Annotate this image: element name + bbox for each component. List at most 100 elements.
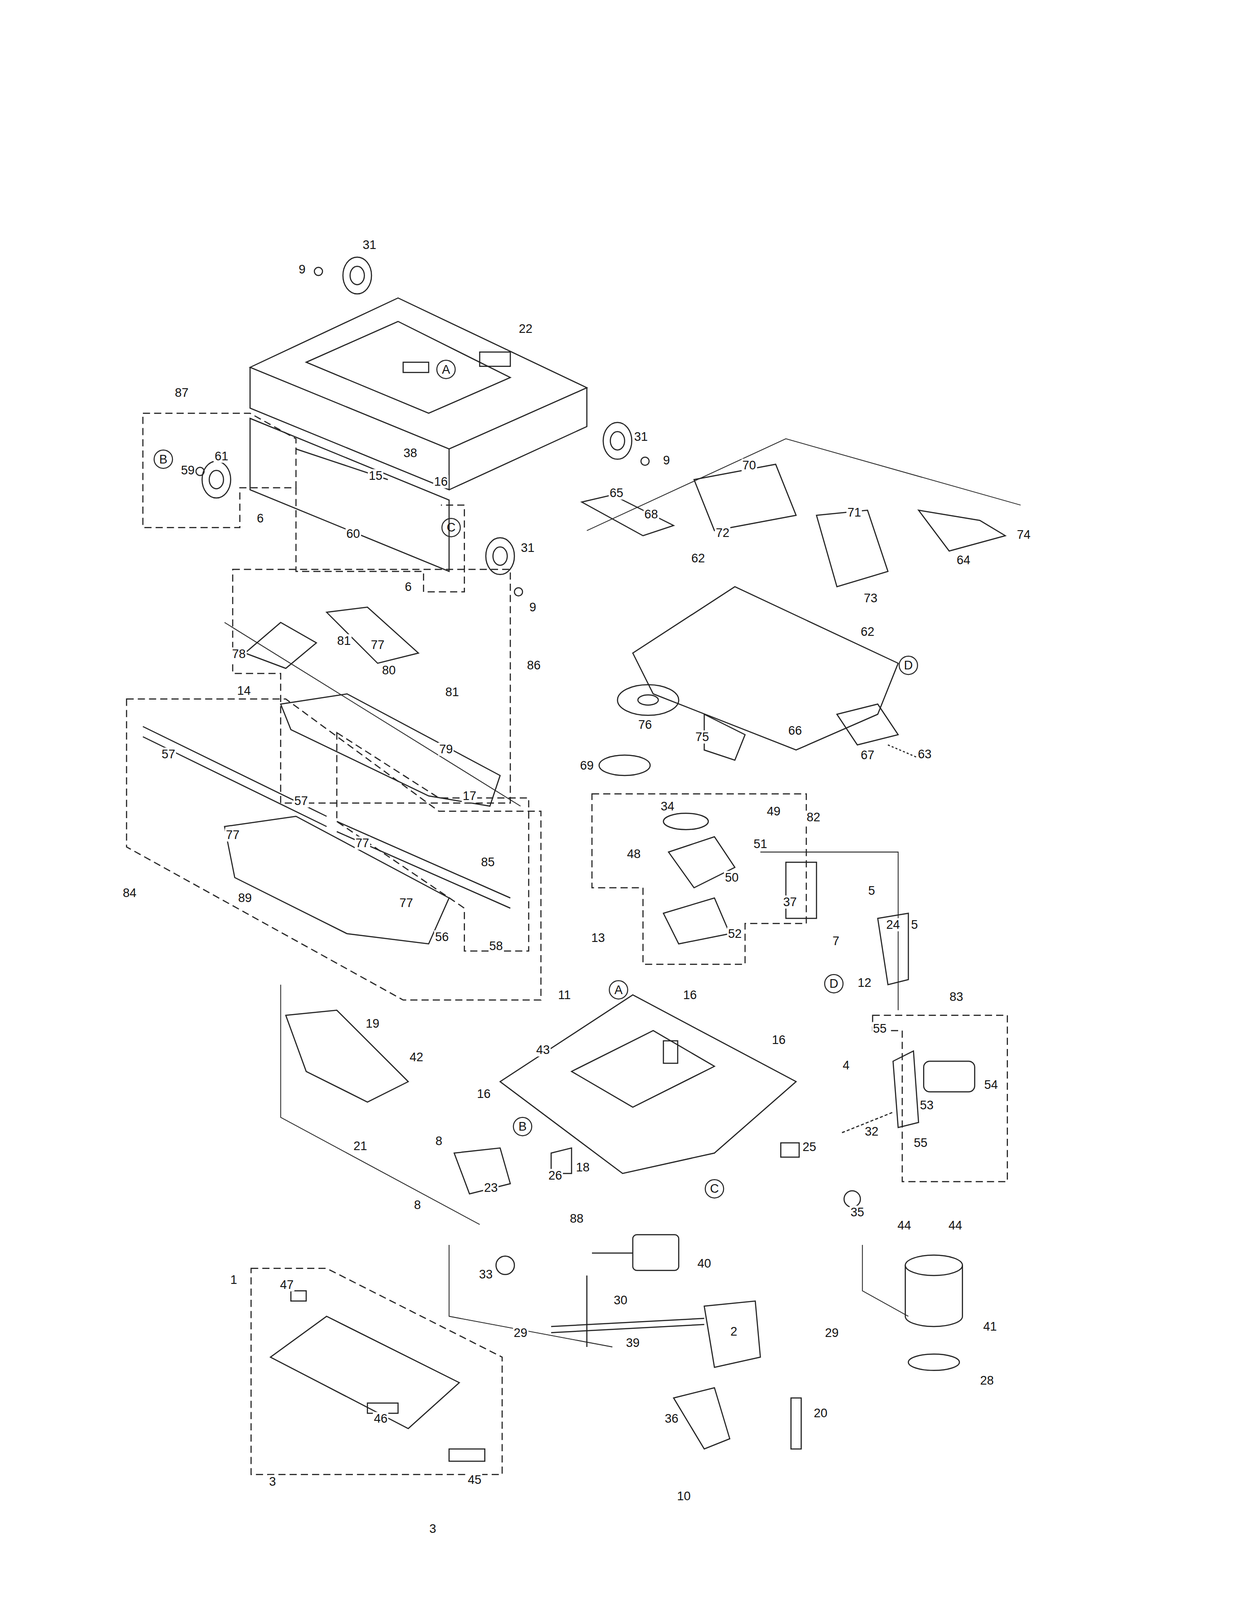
callout-number: 8 [434,1134,444,1148]
callout-number: 77 [224,828,241,842]
gear [599,755,651,776]
callout-number: 5 [909,918,919,932]
callout-number: 60 [345,527,361,541]
disc [908,1354,960,1371]
callout-number: 81 [336,634,352,648]
callout-number: 25 [801,1140,817,1154]
callout-number: 83 [948,990,964,1004]
callout-number: 21 [352,1139,368,1153]
callout-number: 89 [237,891,253,905]
callout-number: 35 [849,1206,866,1220]
callout-number: 48 [625,847,642,861]
callout-number: 16 [771,1033,787,1047]
callout-number: 31 [633,430,649,444]
callout-number: 73 [862,591,879,605]
callout-number: 52 [727,927,743,941]
motor [905,1265,963,1327]
callout-number: 65 [608,486,625,500]
pickup-holder [673,1388,730,1450]
callout-number: 79 [438,742,454,756]
callout-number: 16 [433,475,449,489]
callout-number: 4 [841,1059,851,1073]
connector [449,1449,485,1462]
callout-number: 59 [180,464,196,478]
motor [905,1255,963,1277]
chassis [249,298,587,572]
reference-letter: C [708,1182,720,1196]
callout-number: 42 [408,1051,425,1065]
callout-number: 70 [741,459,757,473]
reference-letter: A [440,362,451,377]
callout-number: 46 [372,1412,389,1426]
callout-number: 55 [912,1136,929,1150]
callout-number: 22 [518,322,534,336]
callout-number: 64 [955,553,972,568]
callout-number: 51 [752,837,768,851]
circuit-board [270,1316,460,1430]
callout-number: 44 [947,1219,964,1233]
guide-rod [142,726,511,909]
callout-number: 50 [723,871,740,885]
callout-number: 57 [293,794,309,808]
reference-letter: D [828,977,840,991]
gear [663,813,709,830]
callout-number: 54 [983,1078,999,1092]
flex-cable [791,1398,802,1450]
pickup-carriage [224,816,450,944]
callout-number: 81 [444,685,460,699]
shaft [586,1276,588,1348]
callout-number: 10 [675,1489,692,1503]
main-chassis [285,862,909,1194]
callout-number: 66 [787,724,803,738]
optical-pickup [704,1301,761,1368]
callout-number: 69 [579,758,595,773]
callout-number: 86 [526,659,542,673]
damper [195,257,650,597]
callout-number: 16 [682,988,698,1002]
callout-number: 74 [1016,528,1032,542]
callout-number: 9 [297,263,307,277]
callout-number: 32 [863,1125,880,1139]
lead-screw [551,1325,705,1334]
gear [844,1191,861,1208]
callout-number: 19 [364,1016,381,1031]
callout-number: 56 [434,930,450,944]
callout-number: 75 [694,730,710,744]
callout-number: 80 [381,664,397,678]
callout-number: 30 [612,1293,629,1307]
callout-number: 14 [236,684,252,698]
callout-number: 28 [979,1374,995,1388]
callout-number: 18 [575,1161,591,1175]
callout-number: 36 [663,1412,680,1426]
callout-number: 62 [690,551,706,565]
callout-number: 20 [812,1407,829,1421]
callout-number: 3 [428,1522,437,1536]
callout-number: 41 [982,1320,998,1334]
callout-number: 23 [483,1181,499,1195]
callout-number: 53 [919,1098,935,1112]
callout-number: 77 [398,896,414,910]
callout-number: 45 [466,1473,483,1487]
callout-number: 8 [413,1198,422,1213]
callout-number: 9 [528,600,538,614]
shaft [591,1252,633,1254]
callout-number: 47 [278,1278,295,1292]
callout-number: 5 [867,884,876,898]
motor [632,1235,679,1272]
callout-number: 38 [402,446,418,460]
callout-number: 77 [354,836,371,850]
callout-number: 62 [859,625,876,639]
callout-number: 76 [637,718,653,732]
callout-number: 6 [255,512,265,526]
callout-number: 29 [824,1326,840,1340]
loading-plate [581,464,1006,761]
callout-number: 37 [782,895,798,910]
callout-number: 87 [173,386,190,400]
callout-number: 13 [590,931,606,945]
callout-number: 85 [479,855,496,870]
callout-number: 88 [568,1212,585,1226]
gear [617,684,679,716]
callout-number: 6 [403,580,413,594]
callout-number: 17 [461,789,478,803]
